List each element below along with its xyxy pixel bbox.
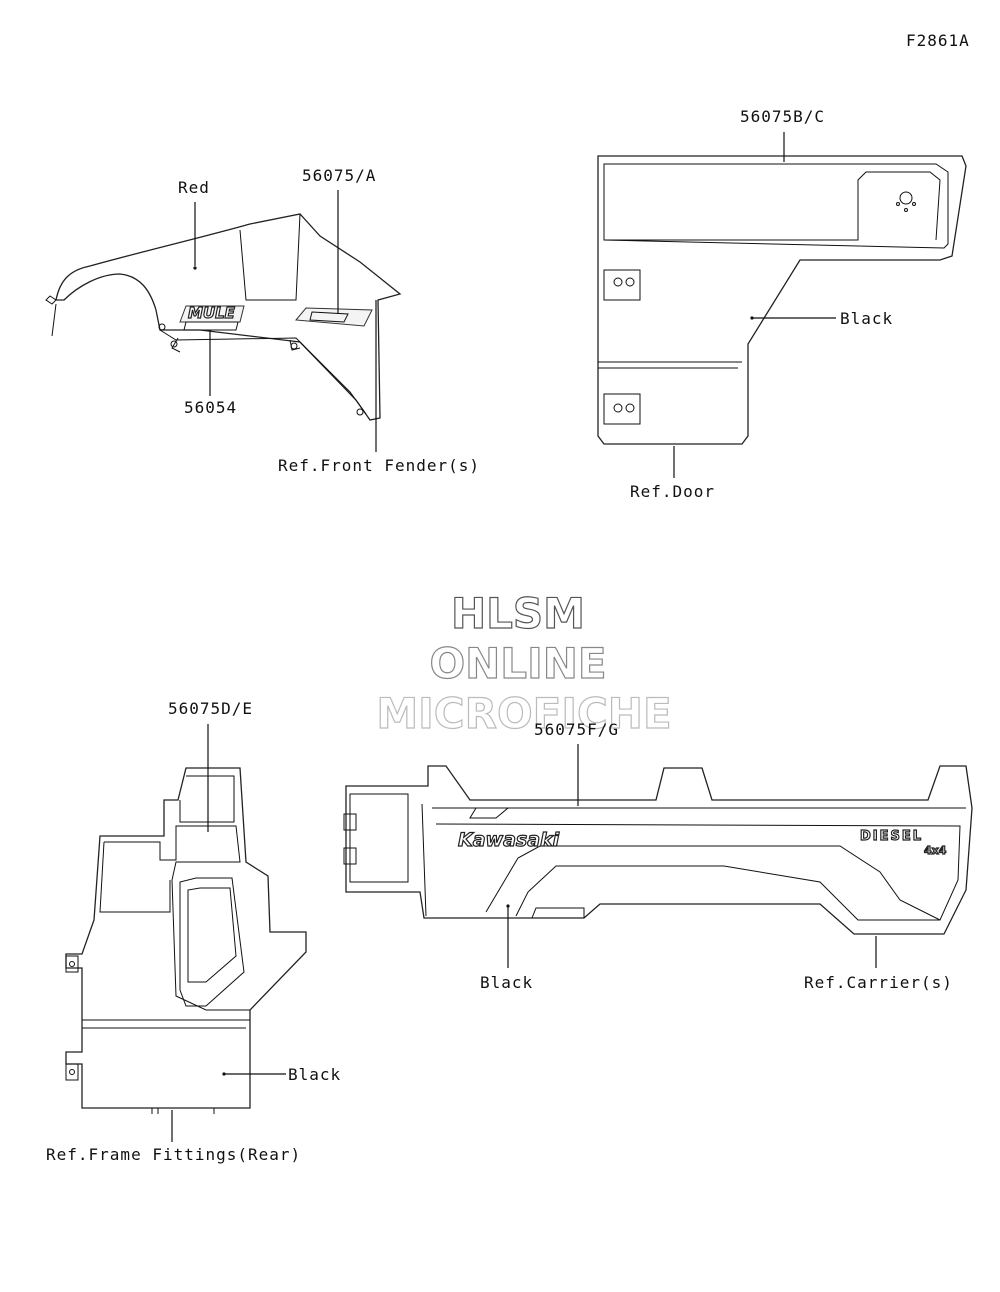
frame-reference-label: Ref.Frame Fittings(Rear) — [46, 1145, 301, 1164]
kawasaki-logo-decal: Kawasaki — [457, 828, 560, 851]
door-reference-label: Ref.Door — [630, 482, 715, 501]
carrier-part: Kawasaki DIESEL 4x4 — [343, 765, 973, 935]
door-color-label: Black — [840, 309, 893, 328]
svg-text:4x4: 4x4 — [924, 844, 947, 857]
svg-text:HLSM: HLSM — [451, 589, 585, 638]
side-decal-a — [295, 307, 373, 327]
door-part — [597, 155, 967, 445]
fender-reference-label: Ref.Front Fender(s) — [278, 456, 480, 475]
door-part-label: 56075B/C — [740, 107, 825, 126]
svg-text:DIESEL: DIESEL — [860, 829, 923, 844]
carrier-reference-label: Ref.Carrier(s) — [804, 973, 953, 992]
carrier-part-label: 56075F/G — [534, 720, 619, 739]
svg-text:MICROFICHE: MICROFICHE — [376, 689, 671, 738]
fender-logo-part-label: 56054 — [184, 398, 237, 417]
frame-part-label: 56075D/E — [168, 699, 253, 718]
svg-text:Kawasaki: Kawasaki — [458, 829, 560, 851]
frame-color-label: Black — [288, 1065, 341, 1084]
front-fender-part: MULE — [45, 213, 402, 421]
watermark: HLSM ONLINE MICROFICHE — [376, 588, 672, 738]
svg-text:MULE: MULE — [188, 304, 236, 322]
diesel-4x4-decal: DIESEL 4x4 — [859, 828, 947, 857]
fender-part-a-label: 56075/A — [302, 166, 376, 185]
svg-text:ONLINE: ONLINE — [429, 639, 606, 688]
figure-code: F2861A — [906, 31, 970, 50]
mule-logo-decal: MULE — [179, 303, 245, 331]
carrier-color-label: Black — [480, 973, 533, 992]
frame-fitting-part — [65, 767, 307, 1114]
fender-color-label: Red — [178, 178, 210, 197]
